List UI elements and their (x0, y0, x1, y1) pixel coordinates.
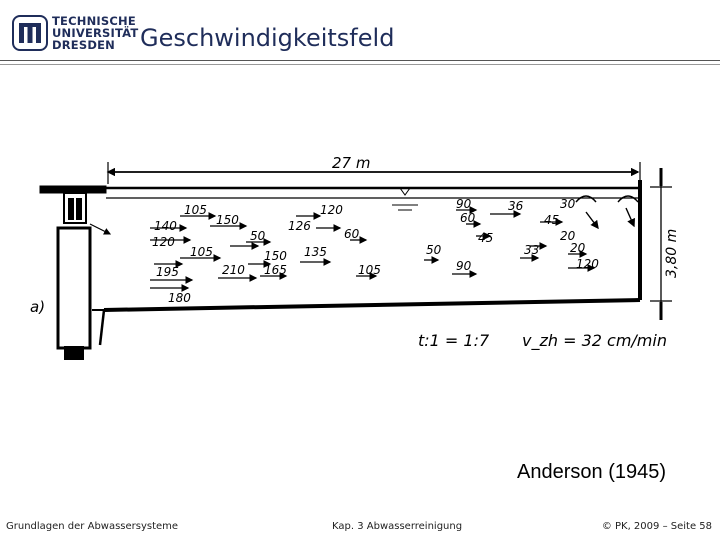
panel-label: a) (30, 298, 45, 316)
velocity-value: 90 (456, 259, 472, 273)
water-surface-symbol (392, 187, 418, 211)
velocity-value: 105 (190, 245, 213, 259)
velocity-formula-label: v_zh = 32 cm/min (522, 331, 667, 351)
velocity-value: 33 (524, 243, 539, 257)
velocity-value: 140 (154, 219, 177, 233)
inlet-structure (56, 192, 112, 360)
velocity-value: 50 (426, 243, 442, 257)
tu-dresden-logo-icon (12, 15, 48, 51)
figure-citation: Anderson (1945) (517, 461, 666, 483)
logo-line-1: TECHNISCHE (52, 14, 136, 28)
length-label: 27 m (332, 154, 370, 172)
velocity-field-diagram: 27 m a) 3,80 m (30, 154, 680, 360)
depth-label: 3,80 m (664, 229, 680, 278)
velocity-value: 120 (576, 257, 599, 271)
logo-line-2: UNIVERSITÄT (52, 26, 139, 40)
velocity-value: 50 (250, 229, 266, 243)
velocity-value: 20 (570, 241, 586, 255)
velocity-value: 45 (478, 231, 493, 245)
depth-dimension (650, 168, 672, 320)
footer-page-info: © PK, 2009 – Seite 58 (601, 521, 712, 532)
outlet-weirs (575, 195, 639, 230)
velocity-value: 60 (344, 227, 360, 241)
footer-course-title: Grundlagen der Abwassersysteme (6, 521, 179, 532)
velocity-value: 45 (544, 213, 559, 227)
velocity-arrows (150, 206, 596, 292)
velocity-value: 195 (156, 265, 179, 279)
velocity-value: 165 (264, 263, 287, 277)
page-title: Geschwindigkeitsfeld (140, 24, 395, 52)
velocity-value: 60 (460, 211, 476, 225)
velocity-value: 126 (288, 219, 311, 233)
header-divider-secondary (0, 64, 720, 65)
length-dimension (106, 162, 641, 184)
velocity-value: 105 (358, 263, 381, 277)
velocity-value: 20 (560, 229, 576, 243)
velocity-value: 180 (168, 291, 191, 305)
velocity-value: 210 (222, 263, 245, 277)
velocity-value: 105 (184, 203, 207, 217)
logo-text: TECHNISCHE UNIVERSITÄT DRESDEN (52, 15, 138, 51)
velocity-values: 105 150 120 126 140 120 50 60 105 150 13… (152, 197, 599, 305)
velocity-value: 135 (304, 245, 327, 259)
velocity-value: 36 (508, 199, 524, 213)
velocity-value: 30 (560, 197, 576, 211)
header-divider (0, 60, 720, 61)
velocity-value: 120 (320, 203, 343, 217)
velocity-value: 90 (456, 197, 472, 211)
footer-chapter: Kap. 3 Abwasserreinigung (332, 521, 463, 532)
velocity-value: 120 (152, 235, 175, 249)
velocity-value: 150 (216, 213, 239, 227)
slope-label: t:1 = 1:7 (418, 331, 490, 350)
university-logo: TECHNISCHE UNIVERSITÄT DRESDEN (10, 10, 138, 56)
velocity-value: 150 (264, 249, 287, 263)
logo-line-3: DRESDEN (52, 38, 115, 52)
